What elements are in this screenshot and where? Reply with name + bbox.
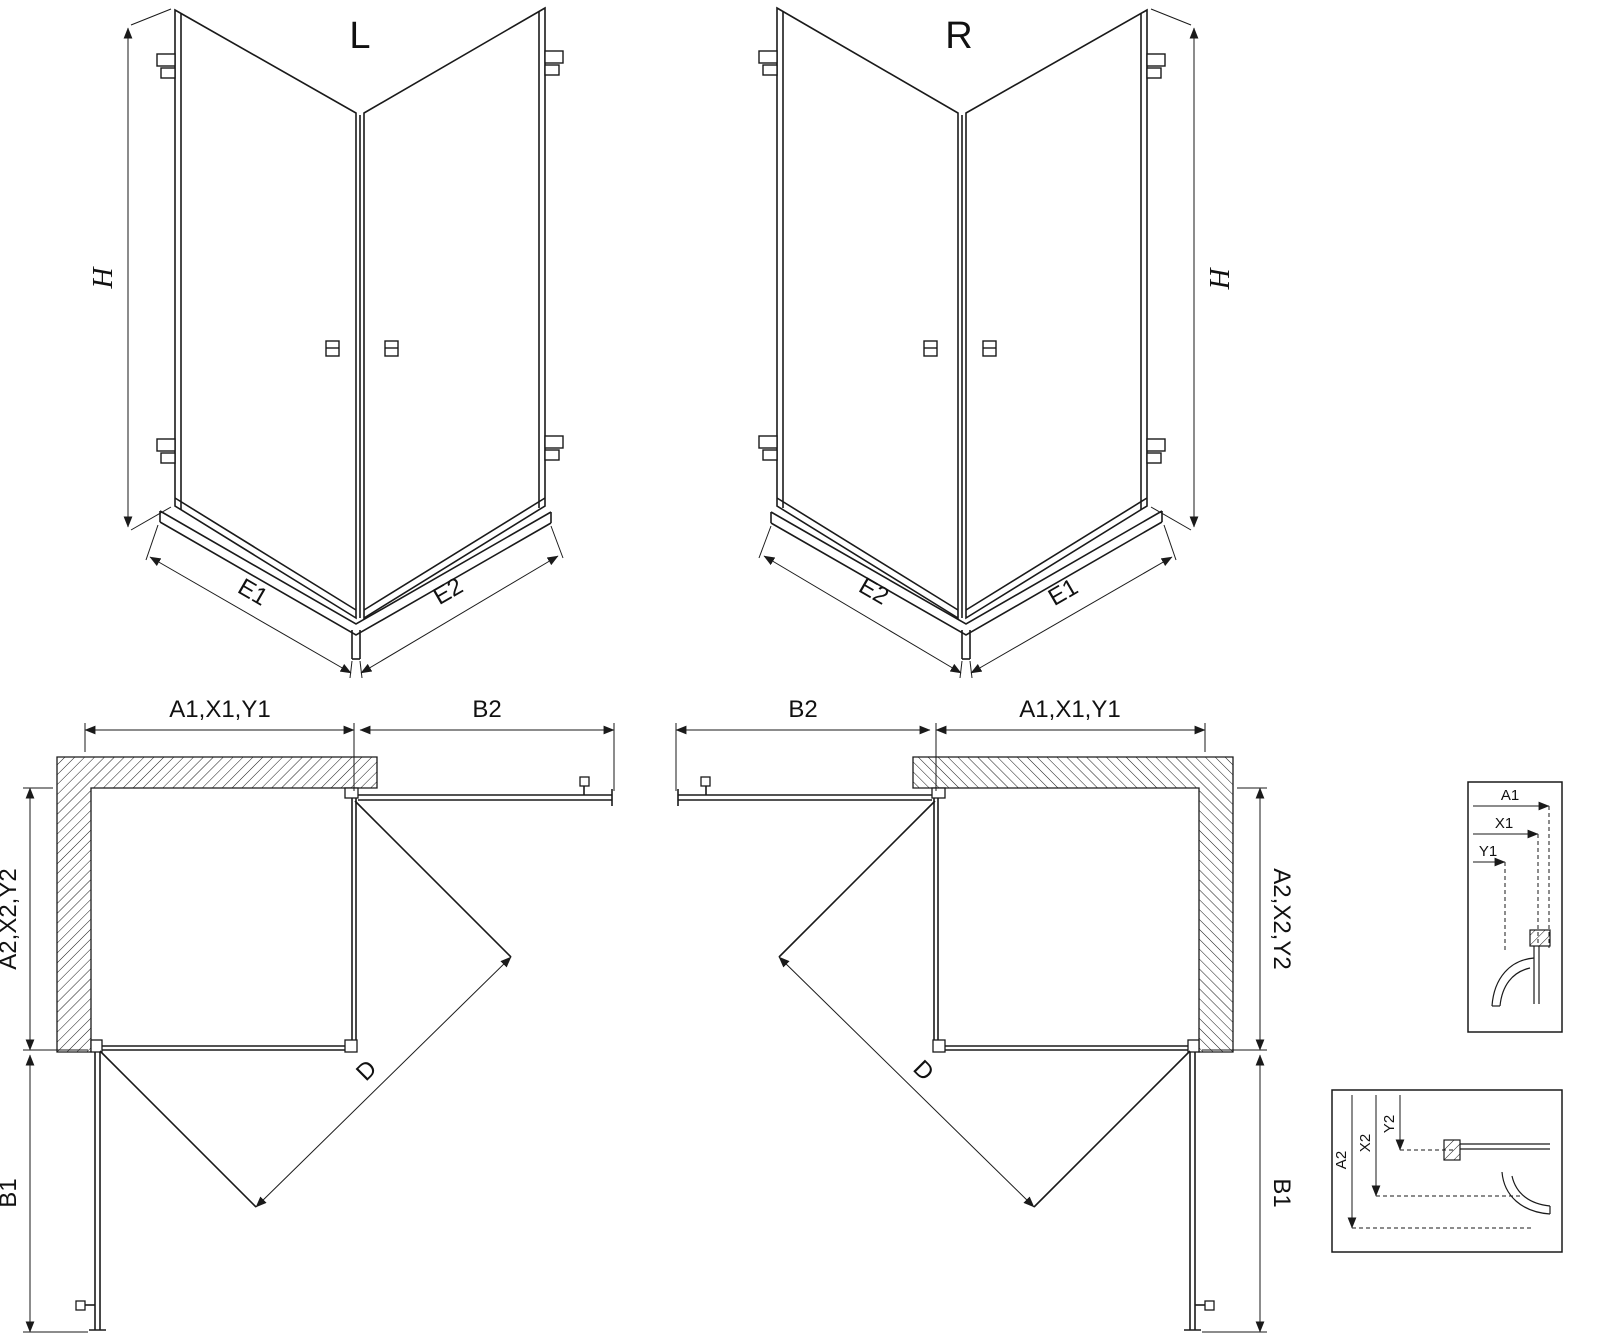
- plan-left-depth-dim: A2,X2,Y2: [0, 868, 22, 969]
- plan-left-geometry: [23, 723, 614, 1332]
- plan-right-door-b2-dim: B2: [788, 696, 817, 723]
- plan-left-diagonal-dim: D: [351, 1055, 382, 1086]
- perspective-left-geometry: [128, 8, 563, 678]
- detail-dim-a1: A1: [1501, 787, 1519, 804]
- perspective-right-geometry: [759, 8, 1194, 678]
- detail-box-wall-profile-side: [1331, 1089, 1563, 1253]
- detail-box-wall-profile-top: [1467, 781, 1563, 1033]
- plan-left-door-b2-dim: B2: [472, 696, 501, 723]
- variant-label-left: L: [349, 15, 370, 57]
- edge-dim-e1-right: E1: [1044, 573, 1083, 611]
- plan-right-diagonal-dim: D: [908, 1055, 939, 1086]
- variant-label-right: R: [945, 15, 972, 57]
- detail-dim-x2: X2: [1357, 1134, 1374, 1152]
- plan-right-door-b1-dim: B1: [1268, 1178, 1295, 1207]
- detail-frame: [1467, 781, 1563, 1033]
- plan-left-width-dim: A1,X1,Y1: [169, 696, 270, 723]
- profile-section: [1491, 929, 1551, 1007]
- detail-dim-y2: Y2: [1381, 1115, 1398, 1133]
- detail-dim-y1: Y1: [1479, 843, 1497, 860]
- plan-right-width-dim: A1,X1,Y1: [1019, 696, 1120, 723]
- detail-dim-x1: X1: [1495, 815, 1513, 832]
- edge-dim-e1-left: E1: [233, 573, 272, 611]
- plan-right-geometry: [676, 723, 1267, 1332]
- height-dim-label-left: H: [87, 265, 119, 289]
- profile-section: [1443, 1139, 1551, 1215]
- height-dim-label-right: H: [1203, 267, 1235, 291]
- plan-right-depth-dim: A2,X2,Y2: [1268, 868, 1295, 969]
- detail-dim-a2: A2: [1333, 1151, 1350, 1169]
- detail-frame: [1331, 1089, 1563, 1253]
- plan-left-door-b1-dim: B1: [0, 1178, 22, 1207]
